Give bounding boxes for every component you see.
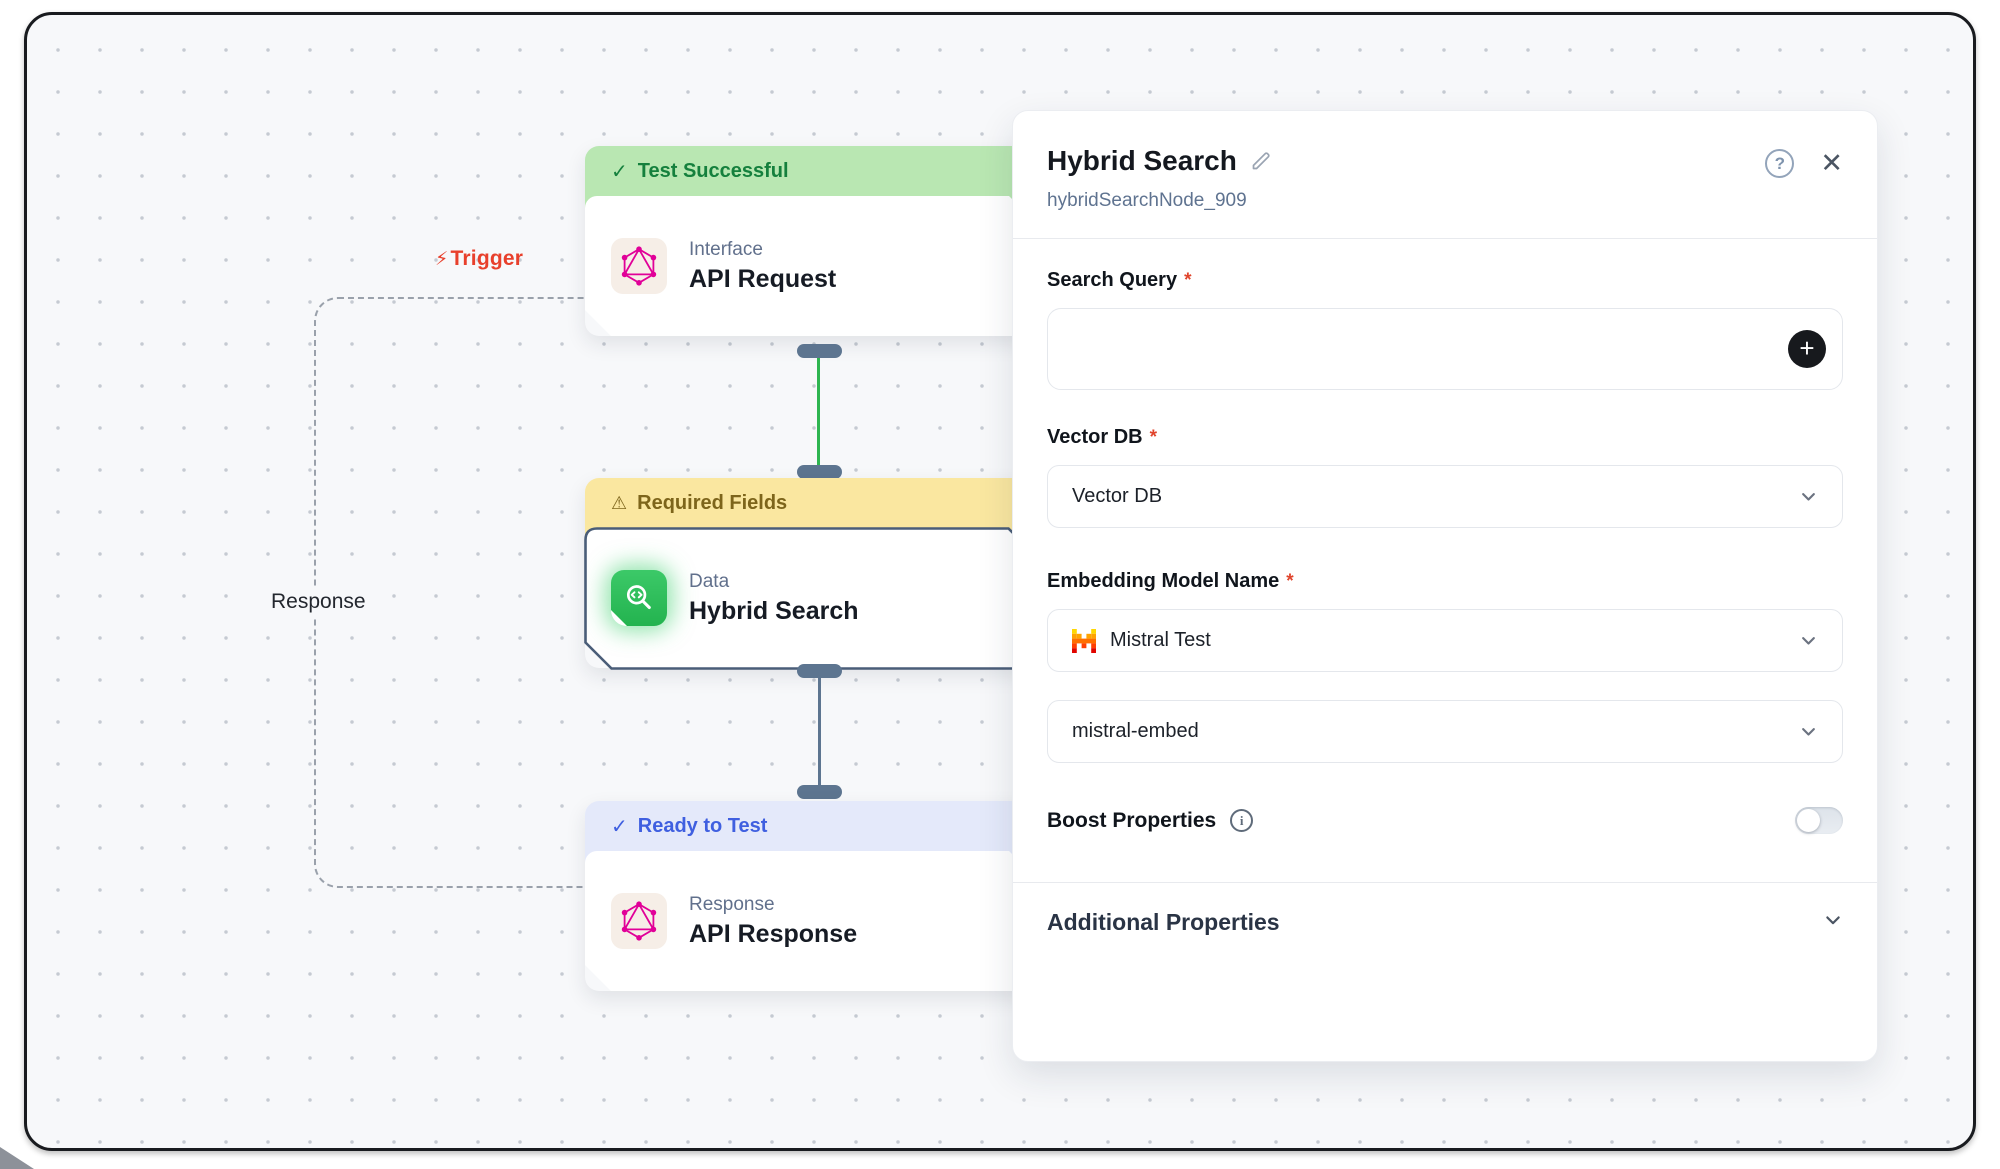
cursor-artifact bbox=[0, 1147, 34, 1169]
search-query-input[interactable] bbox=[1048, 309, 1842, 389]
chevron-down-icon bbox=[1799, 487, 1818, 506]
chevron-down-icon bbox=[1799, 722, 1818, 741]
vector-db-label: Vector DB bbox=[1047, 426, 1143, 448]
close-icon: ✕ bbox=[1820, 148, 1843, 178]
panel-title: Hybrid Search bbox=[1047, 145, 1237, 176]
warning-icon: ⚠ bbox=[611, 492, 628, 513]
required-asterisk: * bbox=[1286, 571, 1294, 592]
input-port-api-response[interactable] bbox=[797, 785, 842, 799]
node-category: Response bbox=[689, 893, 775, 915]
input-port-hybrid-search[interactable] bbox=[797, 465, 842, 479]
embedding-model-variant-select[interactable]: mistral-embed bbox=[1047, 700, 1843, 763]
node-api-response[interactable]: ✓ Ready to Test Response API Resp bbox=[585, 801, 1035, 991]
node-status-text: Required Fields bbox=[637, 491, 788, 514]
node-title: API Request bbox=[689, 264, 837, 293]
additional-properties-header[interactable]: Additional Properties bbox=[1047, 883, 1843, 962]
toggle-knob bbox=[1797, 809, 1820, 832]
search-query-label: Search Query bbox=[1047, 269, 1178, 291]
node-api-request[interactable]: ✓ Test Successful Interface API R bbox=[585, 146, 1035, 336]
node-category: Interface bbox=[689, 238, 763, 260]
check-icon: ✓ bbox=[611, 160, 628, 183]
edge-pending bbox=[818, 675, 821, 790]
graphql-icon bbox=[611, 893, 667, 949]
chevron-down-icon bbox=[1823, 910, 1843, 935]
response-edge-text: Response bbox=[263, 587, 374, 617]
graphql-icon bbox=[611, 238, 667, 294]
boost-properties-toggle[interactable] bbox=[1795, 807, 1843, 834]
chevron-down-icon bbox=[1799, 631, 1818, 650]
section-divider bbox=[1013, 882, 1877, 883]
hybrid-search-icon bbox=[611, 570, 667, 626]
node-body[interactable]: Interface API Request bbox=[585, 196, 1035, 336]
node-body[interactable]: Data Hybrid Search bbox=[585, 528, 1035, 668]
node-category: Data bbox=[689, 570, 730, 592]
info-icon[interactable]: i bbox=[1230, 809, 1254, 832]
node-title: API Response bbox=[689, 919, 858, 948]
embedding-model-select[interactable]: Mistral Test bbox=[1047, 609, 1843, 672]
required-asterisk: * bbox=[1149, 427, 1157, 448]
vector-db-selected-value: Vector DB bbox=[1072, 485, 1163, 507]
panel-header-divider bbox=[1013, 238, 1877, 239]
node-status-text: Test Successful bbox=[637, 159, 789, 182]
lightning-icon: ⚡ bbox=[435, 248, 449, 270]
node-id-text: hybridSearchNode_909 bbox=[1047, 190, 1247, 211]
additional-properties-label: Additional Properties bbox=[1047, 909, 1280, 935]
node-properties-panel: Hybrid Search ? ✕ hybridSearchNode_909 S… bbox=[1012, 110, 1878, 1062]
check-icon: ✓ bbox=[611, 815, 628, 838]
help-button[interactable]: ? bbox=[1765, 149, 1795, 178]
embedding-model-selected-value: Mistral Test bbox=[1110, 629, 1211, 651]
close-panel-button[interactable]: ✕ bbox=[1820, 150, 1843, 177]
node-status-text: Ready to Test bbox=[637, 814, 768, 837]
variant-selected-value: mistral-embed bbox=[1072, 720, 1199, 742]
node-hybrid-search[interactable]: ⚠ Required Fields Data bbox=[584, 478, 1036, 670]
search-query-field-wrap: + bbox=[1047, 308, 1843, 390]
info-glyph: i bbox=[1239, 812, 1244, 828]
vector-db-select[interactable]: Vector DB bbox=[1047, 465, 1843, 528]
edge-success bbox=[817, 353, 820, 475]
node-title: Hybrid Search bbox=[689, 596, 859, 625]
edit-title-icon[interactable] bbox=[1249, 149, 1273, 173]
help-icon: ? bbox=[1774, 153, 1786, 173]
add-variable-button[interactable]: + bbox=[1788, 330, 1826, 368]
mistral-logo-icon bbox=[1072, 628, 1096, 653]
plus-icon: + bbox=[1799, 332, 1815, 363]
output-port-api-request[interactable] bbox=[797, 344, 842, 358]
trigger-edge-label: ⚡Trigger bbox=[435, 247, 524, 270]
embedding-model-label: Embedding Model Name bbox=[1047, 570, 1280, 592]
boost-properties-label: Boost Properties bbox=[1047, 808, 1217, 832]
required-asterisk: * bbox=[1184, 270, 1192, 291]
node-body[interactable]: Response API Response bbox=[585, 851, 1035, 991]
output-port-hybrid-search[interactable] bbox=[797, 664, 842, 678]
